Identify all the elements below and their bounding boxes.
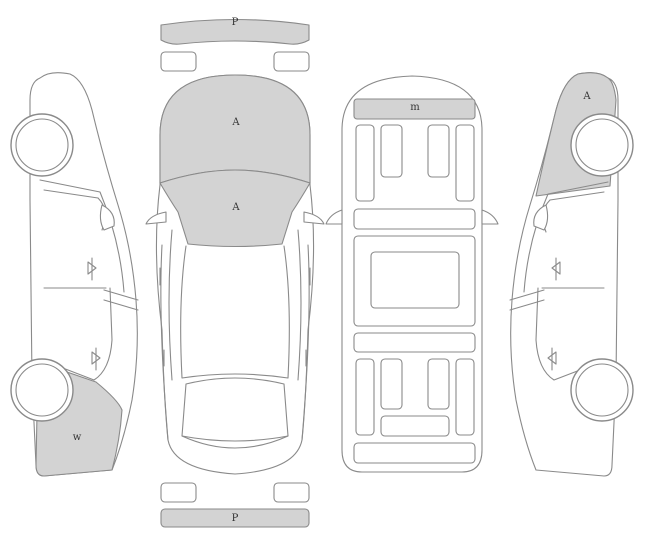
front-bumper-mark: P (232, 17, 239, 28)
rear-bumper-part[interactable] (160, 508, 310, 528)
front-bumper-part[interactable] (160, 18, 310, 45)
car-right-side-view: A (509, 72, 634, 477)
right-front-fender-mark: A (582, 91, 591, 102)
rear-right-seat-outer[interactable] (455, 358, 475, 436)
front-left-light[interactable] (160, 51, 197, 72)
front-right-seat-outer[interactable] (455, 124, 475, 202)
right-side-mirror[interactable] (533, 204, 549, 231)
right-front-wheel[interactable] (570, 113, 634, 177)
rear-bumper-group[interactable]: P (160, 508, 310, 528)
right-interior-mirror[interactable] (481, 209, 499, 225)
top-left-mirror[interactable] (145, 211, 167, 225)
car-top-view: A A (145, 74, 325, 475)
front-bumper-group[interactable]: P (160, 17, 310, 45)
rear-center-seat[interactable] (380, 415, 450, 437)
front-right-light[interactable] (273, 51, 310, 72)
windshield-mark: A (231, 202, 240, 213)
left-side-mirror[interactable] (99, 204, 115, 231)
interior-cross-bar[interactable] (353, 208, 476, 230)
rear-right-light[interactable] (273, 482, 310, 503)
hood-part[interactable] (159, 74, 311, 184)
roof-rack-mark: m (410, 102, 420, 113)
car-interior-view: m (325, 75, 499, 473)
front-right-seat[interactable] (427, 124, 450, 178)
left-rear-wheel[interactable] (10, 358, 74, 422)
windshield-part[interactable] (159, 169, 311, 248)
rear-bumper-mark: P (232, 513, 239, 524)
roof-rack-group[interactable]: m (353, 98, 476, 120)
roof-rack-part[interactable] (353, 98, 476, 120)
rear-right-seat[interactable] (427, 358, 450, 410)
center-console[interactable] (370, 251, 460, 309)
right-rear-wheel[interactable] (570, 358, 634, 422)
front-left-seat[interactable] (380, 124, 403, 178)
rear-left-seat[interactable] (380, 358, 403, 410)
top-right-mirror[interactable] (303, 211, 325, 225)
top-rear-window[interactable] (181, 377, 289, 442)
hood-mark: A (231, 117, 240, 128)
left-interior-mirror[interactable] (325, 209, 343, 225)
trunk-bar[interactable] (353, 442, 476, 464)
rear-left-seat-outer[interactable] (355, 358, 375, 436)
car-left-side-view: w (10, 72, 139, 477)
rear-left-light[interactable] (160, 482, 197, 503)
front-left-seat-outer[interactable] (355, 124, 375, 202)
left-front-wheel[interactable] (10, 113, 74, 177)
interior-rear-bar[interactable] (353, 332, 476, 353)
left-rear-quarter-mark: w (73, 432, 82, 443)
